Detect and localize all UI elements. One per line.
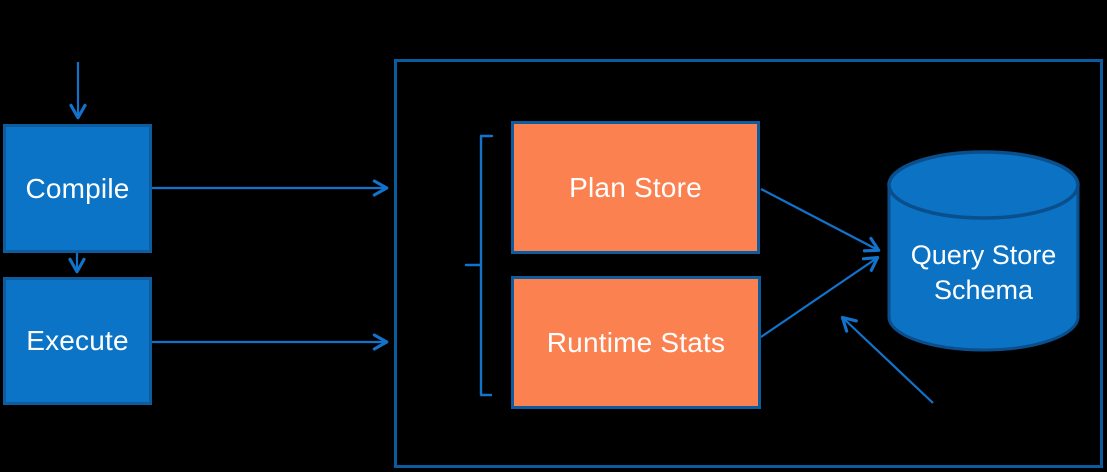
compile-node: Compile [3, 124, 152, 253]
execute-node: Execute [3, 277, 152, 405]
query-store-container-box [394, 59, 1103, 468]
execute-label: Execute [26, 325, 129, 356]
runtime-stats-label: Runtime Stats [546, 326, 726, 358]
plan-store-node: Plan Store [511, 121, 760, 254]
query-store-schema-label-line2: Schema [933, 275, 1034, 305]
runtime-stats-node: Runtime Stats [511, 276, 761, 409]
query-store-schema-label: Query Store Schema [886, 238, 1081, 308]
query-store-schema-label-line1: Query Store [910, 240, 1057, 270]
plan-store-label: Plan Store [569, 171, 702, 203]
compile-label: Compile [25, 172, 130, 204]
